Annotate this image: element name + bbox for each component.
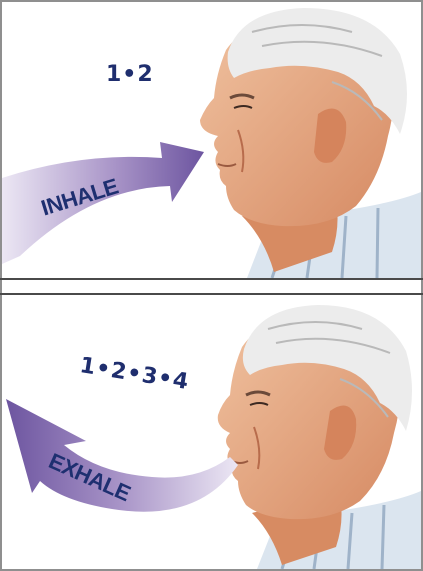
man-head-illustration	[2, 2, 421, 278]
inhale-count: 1•2	[106, 62, 154, 87]
panel-divider	[0, 278, 423, 280]
inhale-panel: 1•2 INHALE	[2, 2, 421, 278]
exhale-panel: 1•2•3•4 EXHALE	[2, 295, 421, 569]
man-head-illustration	[2, 295, 421, 569]
